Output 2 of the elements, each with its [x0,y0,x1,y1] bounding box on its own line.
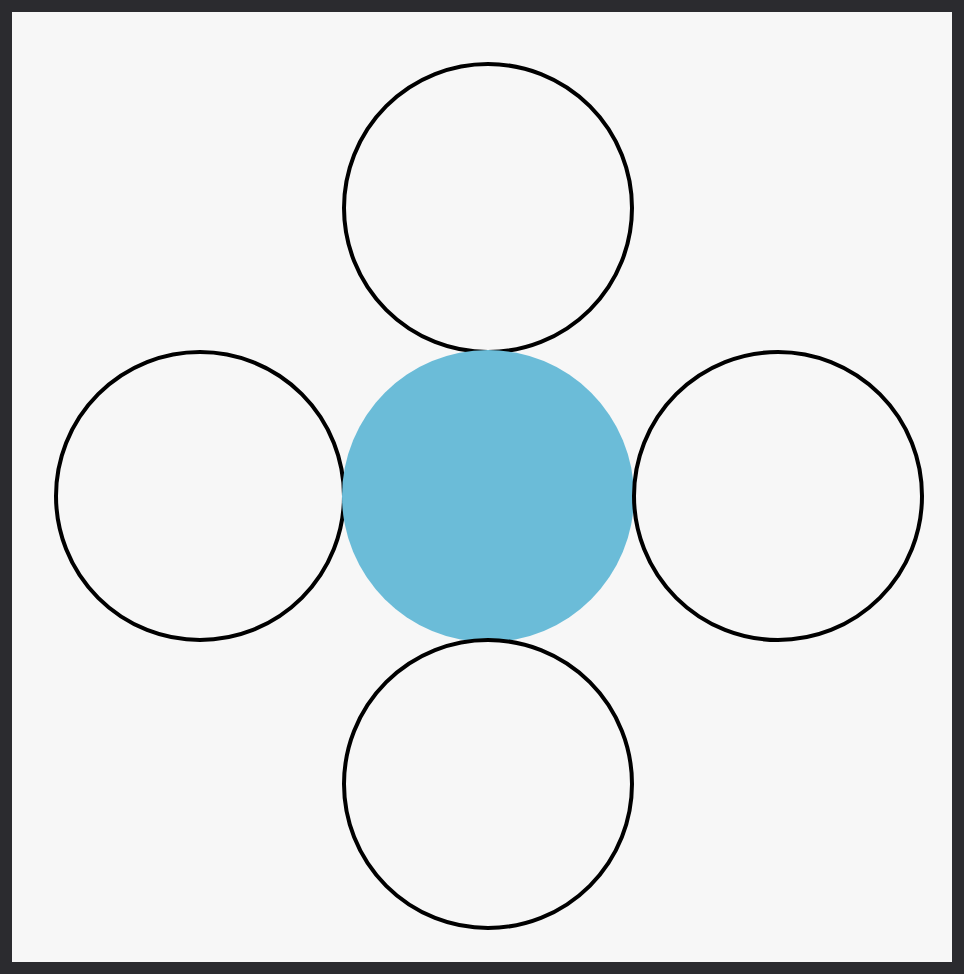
outline-circle [342,638,634,930]
outline-circle [632,350,924,642]
